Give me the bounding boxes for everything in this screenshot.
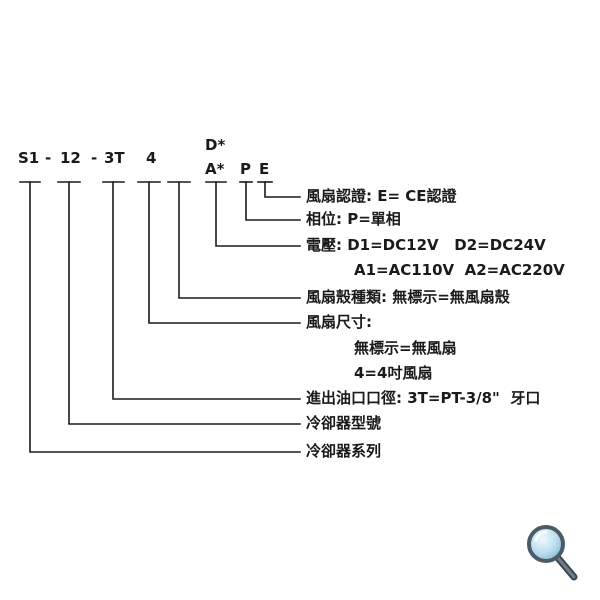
code-p: P: [240, 160, 251, 178]
desc-fan-cert: 風扇認證: E= CE認證: [306, 187, 457, 205]
leader-port: [112, 181, 301, 400]
leader-model: [68, 181, 301, 425]
code-dash-1: -: [45, 149, 52, 167]
leader-fan-cert: [264, 181, 301, 198]
desc-fan-size-4: 4=4吋風扇: [354, 364, 433, 382]
code-s1: S1: [18, 149, 40, 167]
code-d-star: D*: [205, 136, 226, 154]
desc-phase: 相位: P=單相: [306, 210, 401, 228]
code-a-star: A*: [205, 160, 225, 178]
desc-fan-size: 風扇尺寸:: [306, 313, 372, 331]
magnifier-icon[interactable]: [524, 522, 580, 582]
code-4: 4: [146, 149, 157, 167]
desc-series: 冷卻器系列: [306, 442, 382, 460]
desc-voltage-line-2: A1=AC110V A2=AC220V: [354, 261, 565, 279]
leader-voltage: [215, 181, 301, 247]
desc-fan-housing: 風扇殼種類: 無標示=無風扇殼: [306, 288, 510, 306]
desc-model: 冷卻器型號: [306, 414, 382, 432]
leader-phase: [245, 181, 301, 221]
leader-fan-housing: [178, 181, 301, 299]
code-dash-2: -: [91, 149, 98, 167]
code-3t: 3T: [104, 149, 125, 167]
leader-series: [29, 181, 301, 453]
leader-fan-size: [148, 181, 301, 324]
desc-fan-size-none: 無標示=無風扇: [354, 339, 457, 357]
desc-voltage-line-1: 電壓: D1=DC12V D2=DC24V: [306, 236, 546, 254]
code-e: E: [259, 160, 270, 178]
desc-port: 進出油口口徑: 3T=PT-3/8" 牙口: [306, 389, 541, 407]
code-12: 12: [60, 149, 81, 167]
